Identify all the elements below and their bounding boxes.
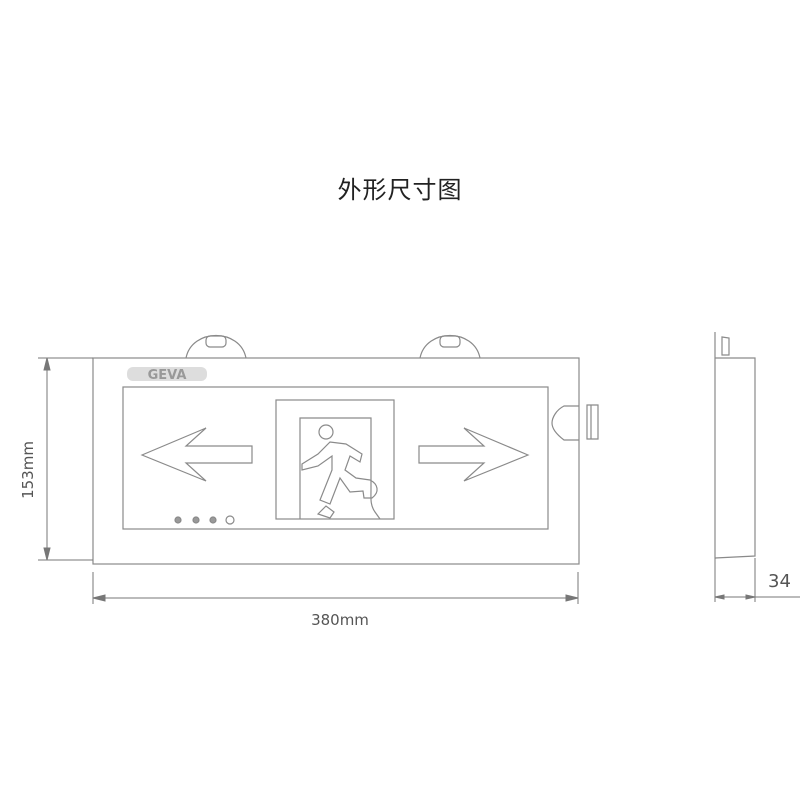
diagram-title: 外形尺寸图 (337, 176, 463, 204)
mounting-tab-right (419, 335, 481, 359)
width-label: 380mm (311, 611, 369, 629)
depth-dimension-line (714, 558, 800, 602)
svg-text:GEVA: GEVA (148, 368, 187, 383)
depth-label: 34 (768, 571, 791, 592)
right-arrow-icon (418, 427, 530, 482)
test-button (225, 515, 235, 525)
brand-logo: GEVA (127, 367, 207, 383)
sign-housing (92, 357, 580, 565)
left-arrow-icon (140, 427, 253, 482)
sign-panel (122, 386, 549, 530)
side-view (714, 332, 756, 559)
indicator-led-3 (209, 516, 217, 524)
height-label: 153mm (19, 441, 37, 499)
width-dimension-line (92, 572, 579, 604)
height-dimension-line (38, 357, 93, 561)
indicator-led-1 (174, 516, 182, 524)
indicator-led-2 (192, 516, 200, 524)
mounting-tab-left (185, 335, 247, 359)
side-connector (551, 404, 599, 441)
running-man-exit-icon (275, 399, 395, 520)
